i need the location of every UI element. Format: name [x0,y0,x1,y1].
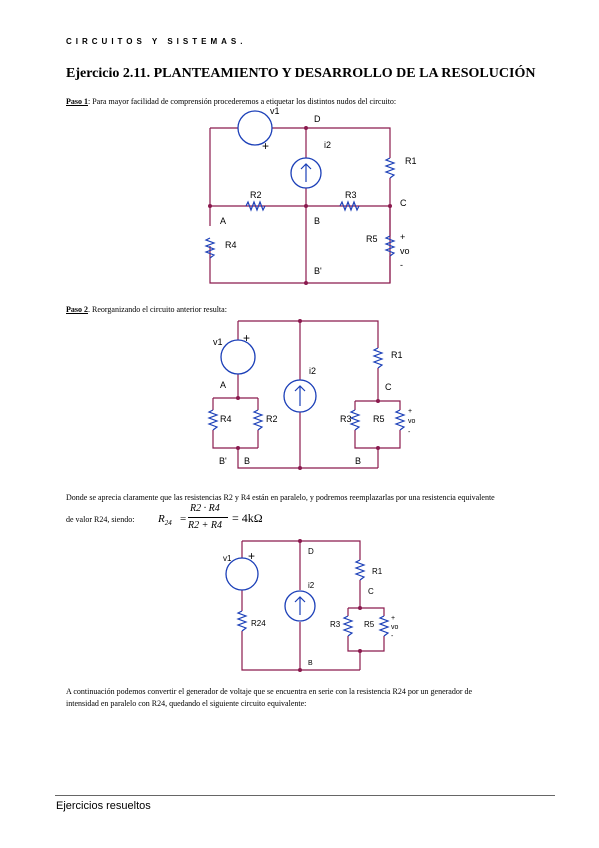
label-r5: R5 [364,620,375,629]
label-vo-plus: + [408,408,412,415]
resistor-r5 [384,235,396,257]
label-node-c: C [385,382,392,392]
resistor-r1 [372,347,384,369]
label-node-c: C [368,587,374,596]
label-node-bp: B' [314,266,322,276]
label-r1: R1 [391,350,403,360]
label-node-d: D [314,114,321,124]
paso1-label: Paso 1 [66,97,88,106]
resistor-r4 [207,409,219,431]
arrow-up-icon [300,163,312,182]
label-node-b: B [308,660,313,667]
label-r5: R5 [373,414,385,424]
label-r1: R1 [372,567,383,576]
resistor-r5 [378,615,390,637]
exercise-title: Ejercicio 2.11. PLANTEAMIENTO Y DESARROL… [66,66,536,81]
label-r3: R3 [330,620,341,629]
label-plus: + [248,549,255,563]
label-node-b1: B [244,456,250,466]
label-node-d: D [308,547,314,556]
running-header: CIRCUITOS Y SISTEMAS. [66,37,247,46]
resistor-r1 [354,559,366,581]
formula-lhs: R [158,513,165,525]
fraction-bar [188,517,228,518]
label-node-b: B [314,216,320,226]
label-node-c: C [400,198,407,208]
label-r24: R24 [251,619,266,628]
resistor-r2 [245,200,266,212]
label-vo: vo [391,624,399,631]
label-plus: + [262,139,269,153]
label-vo: vo [408,418,416,425]
circuit-diagram-3: v1 + D i2 R1 C R24 R3 R5 + vo - B [223,539,399,672]
circuit-diagram-2: v1 + A i2 R1 C R4 R2 R3 R5 + vo - B' B B [207,319,416,470]
paso2-label: Paso 2 [66,305,88,314]
label-node-a: A [220,216,226,226]
label-node-b2: B [355,456,361,466]
label-vo-plus: + [400,232,405,242]
label-r4: R4 [225,240,237,250]
resistor-r1 [384,157,396,179]
label-r3: R3 [340,414,352,424]
circuit-diagram-1: v1 + D i2 R1 R2 R3 A B C R4 R5 + vo - B' [204,106,417,285]
label-node-bp: B' [219,456,227,466]
resistor-r24 [236,610,248,632]
voltage-source-v1 [237,110,273,146]
label-r2: R2 [250,190,262,200]
label-r3: R3 [345,190,357,200]
label-r2: R2 [266,414,278,424]
label-r5: R5 [366,234,378,244]
voltage-source-v1 [225,557,259,591]
label-vo-minus: - [400,260,403,270]
paso1-paragraph: Paso 1: Para mayor facilidad de comprens… [66,96,396,108]
resistor-r2 [252,409,264,431]
label-i2: i2 [309,366,316,376]
resistor-r3 [342,615,354,637]
voltage-source-v1 [220,339,256,375]
label-vo-plus: + [391,615,395,622]
label-r1: R1 [405,156,417,166]
label-vo: vo [400,246,410,256]
arrow-up-icon [294,385,306,406]
formula-result: = 4kΩ [232,511,263,525]
label-node-a: A [220,380,226,390]
paso2-paragraph: Paso 2. Reorganizando el circuito anteri… [66,304,227,316]
label-i2: i2 [308,581,315,590]
formula-numerator: R2 · R4 [190,503,220,514]
label-i2: i2 [324,140,331,150]
formula-equals: = [180,513,187,525]
formula-lhs-sub: 24 [164,519,172,528]
label-vo-minus: - [391,633,394,640]
footer-divider [55,795,555,796]
label-vo-minus: - [408,429,411,436]
arrow-up-icon [294,596,306,615]
resistor-r3 [339,200,360,212]
parallel-paragraph-line1: Donde se aprecia claramente que las resi… [66,493,495,502]
paso1-text: : Para mayor facilidad de comprensión pr… [88,97,397,106]
label-r4: R4 [220,414,232,424]
paso2-text: . Reorganizando el circuito anterior res… [88,305,227,314]
formula-denominator: R2 + R4 [188,520,222,531]
resistor-r3 [349,409,361,431]
label-v1: v1 [270,106,280,116]
resistor-r4 [204,237,216,259]
resistor-r5 [394,409,406,431]
final-paragraph-line2: intensidad en paralelo con R24, quedando… [66,699,307,708]
final-paragraph-line1: A continuación podemos convertir el gene… [66,687,473,696]
running-footer: Ejercicios resueltos [56,800,151,812]
parallel-paragraph-line2: de valor R24, siendo: [66,515,135,524]
label-v1: v1 [223,554,232,563]
label-plus: + [243,331,250,345]
label-v1: v1 [213,337,223,347]
